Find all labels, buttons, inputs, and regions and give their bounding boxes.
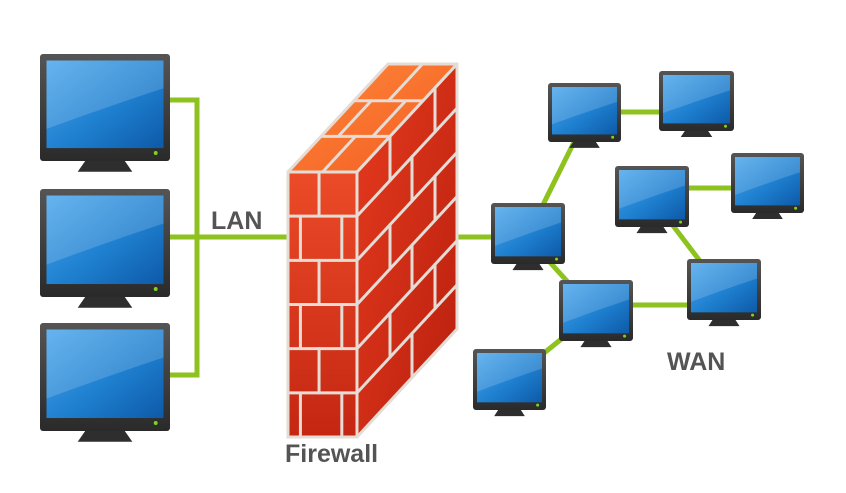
monitor-icon (731, 153, 804, 219)
monitor-icon (40, 323, 170, 442)
computers (40, 54, 804, 442)
monitor-icon (491, 203, 565, 271)
firewall-label: Firewall (285, 440, 378, 468)
monitor-icon (615, 166, 689, 234)
monitor-icon (473, 349, 546, 417)
monitor-icon (40, 189, 170, 308)
monitor-icon (659, 71, 734, 137)
monitor-icon (687, 259, 761, 327)
monitor-icon (40, 54, 170, 172)
network-links (167, 97, 768, 385)
lan-label: LAN (211, 207, 262, 235)
monitor-icon (559, 280, 633, 348)
wan-label: WAN (667, 348, 725, 376)
brick-wall-icon (286, 62, 459, 439)
monitor-icon (548, 83, 621, 148)
